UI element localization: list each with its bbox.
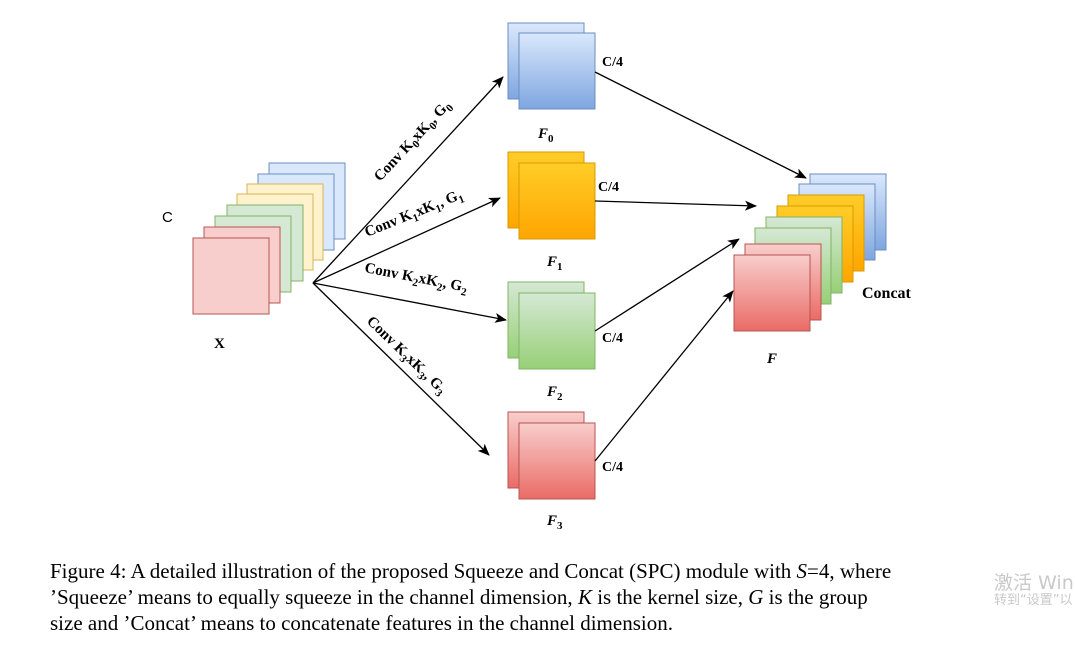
conv-arrows	[312, 76, 507, 456]
output-label: F	[766, 351, 777, 367]
watermark-line-1: 激活 Win	[994, 572, 1074, 594]
feature-f2	[507, 281, 596, 370]
feature-label-f0: F0	[537, 126, 554, 145]
feature-f0	[507, 22, 596, 110]
input-tensor-stack	[192, 162, 346, 315]
os-activation-watermark: 激活 Win 转到“设置”以	[994, 574, 1074, 610]
conv-label-1: Conv K1xK1, G1	[363, 187, 467, 244]
arrow-concat-0	[594, 71, 807, 179]
feature-label-f2: F2	[546, 384, 563, 403]
split-label-0: C/4	[602, 55, 623, 70]
concat-arrows	[594, 71, 807, 462]
conv-label-3: Conv K3xK3, G3	[361, 313, 450, 400]
split-label-1: C/4	[598, 180, 619, 195]
figure-caption: Figure 4: A detailed illustration of the…	[50, 558, 1040, 636]
caption-line-3: size and ’Concat’ means to concatenate f…	[50, 611, 673, 635]
arrow-concat-1	[594, 200, 757, 211]
input-channel-label: C	[162, 209, 173, 226]
concat-label: Concat	[862, 285, 912, 302]
input-slice	[192, 237, 270, 315]
conv-label-2: Conv K2xK2, G2	[363, 260, 470, 299]
watermark-line-2: 转到“设置”以	[994, 593, 1073, 608]
arrow-concat-2	[594, 238, 740, 332]
split-label-3: C/4	[602, 460, 623, 475]
arrow-conv-2	[312, 282, 507, 323]
input-label: X	[214, 336, 225, 352]
arrow-conv-3	[312, 282, 490, 456]
split-label-2: C/4	[602, 331, 623, 346]
feature-label-f1: F1	[546, 254, 563, 273]
feature-label-f3: F3	[546, 513, 563, 532]
caption-line-2: ’Squeeze’ means to equally squeeze in th…	[50, 585, 868, 609]
feature-f3	[507, 411, 596, 500]
caption-line-1: Figure 4: A detailed illustration of the…	[50, 559, 892, 583]
concat-slice	[733, 254, 811, 332]
concat-output-stack	[733, 173, 887, 332]
arrow-conv-0	[312, 76, 504, 284]
arrow-conv-1	[312, 197, 501, 284]
feature-f1	[507, 151, 596, 240]
arrow-concat-3	[594, 290, 734, 462]
